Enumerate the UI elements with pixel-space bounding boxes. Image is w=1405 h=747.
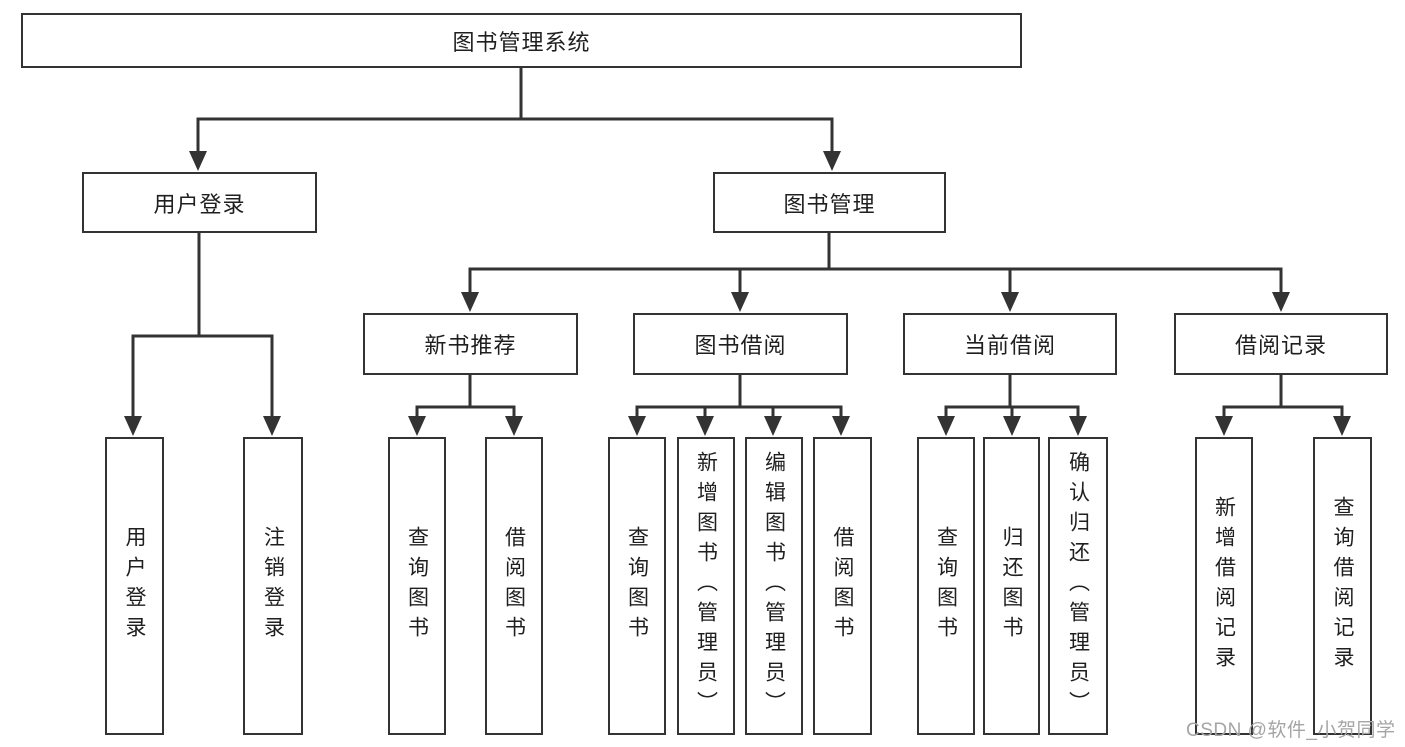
arrow-down-icon	[189, 151, 207, 171]
leaf-return-books: 归还图书	[983, 437, 1040, 735]
arrow-down-icon	[461, 292, 479, 312]
connector-book-management-children	[461, 233, 1290, 312]
arrow-down-icon	[696, 416, 714, 436]
leaf-query-books-current: 查询图书	[917, 437, 975, 735]
connector-current-borrowing-children	[937, 375, 1087, 436]
arrow-down-icon	[832, 416, 850, 436]
arrow-down-icon	[764, 416, 782, 436]
leaf-edit-books-admin: 编辑图书（管理员）	[745, 437, 803, 735]
arrow-down-icon	[731, 292, 749, 312]
leaf-query-borrow-record: 查询借阅记录	[1313, 437, 1372, 735]
arrow-down-icon	[1069, 416, 1087, 436]
leaf-borrow-books-recommend: 借阅图书	[485, 437, 543, 735]
node-new-book-recommend: 新书推荐	[363, 313, 578, 375]
leaf-confirm-return-admin: 确认归还（管理员）	[1048, 437, 1108, 735]
arrow-down-icon	[263, 416, 281, 436]
node-book-borrowing: 图书借阅	[633, 313, 848, 375]
node-user-login: 用户登录	[82, 172, 317, 233]
arrow-down-icon	[1272, 292, 1290, 312]
connector-book-borrowing-children	[628, 375, 850, 436]
connector-user-login-children	[124, 233, 281, 436]
connector-new-book-recommend-children	[408, 375, 523, 436]
arrow-down-icon	[124, 416, 142, 436]
node-borrowing-records: 借阅记录	[1174, 313, 1388, 375]
leaf-query-books-recommend: 查询图书	[388, 437, 446, 735]
leaf-borrow-books: 借阅图书	[813, 437, 872, 735]
node-current-borrowing: 当前借阅	[903, 313, 1117, 375]
leaf-add-books-admin: 新增图书（管理员）	[677, 437, 735, 735]
watermark: CSDN @软件_小贺同学	[1186, 720, 1396, 741]
arrow-down-icon	[505, 416, 523, 436]
node-root: 图书管理系统	[21, 13, 1022, 68]
arrow-down-icon	[1215, 416, 1233, 436]
arrow-down-icon	[823, 151, 841, 171]
leaf-logout: 注销登录	[243, 437, 303, 735]
connector-root-to-level1	[189, 68, 841, 171]
arrow-down-icon	[1001, 292, 1019, 312]
arrow-down-icon	[1003, 416, 1021, 436]
arrow-down-icon	[408, 416, 426, 436]
connector-borrowing-records-children	[1215, 375, 1351, 436]
node-book-management: 图书管理	[713, 172, 946, 233]
arrow-down-icon	[937, 416, 955, 436]
arrow-down-icon	[628, 416, 646, 436]
leaf-add-borrow-record: 新增借阅记录	[1195, 437, 1253, 735]
leaf-user-login: 用户登录	[105, 437, 164, 735]
leaf-query-books-borrowing: 查询图书	[608, 437, 666, 735]
arrow-down-icon	[1333, 416, 1351, 436]
